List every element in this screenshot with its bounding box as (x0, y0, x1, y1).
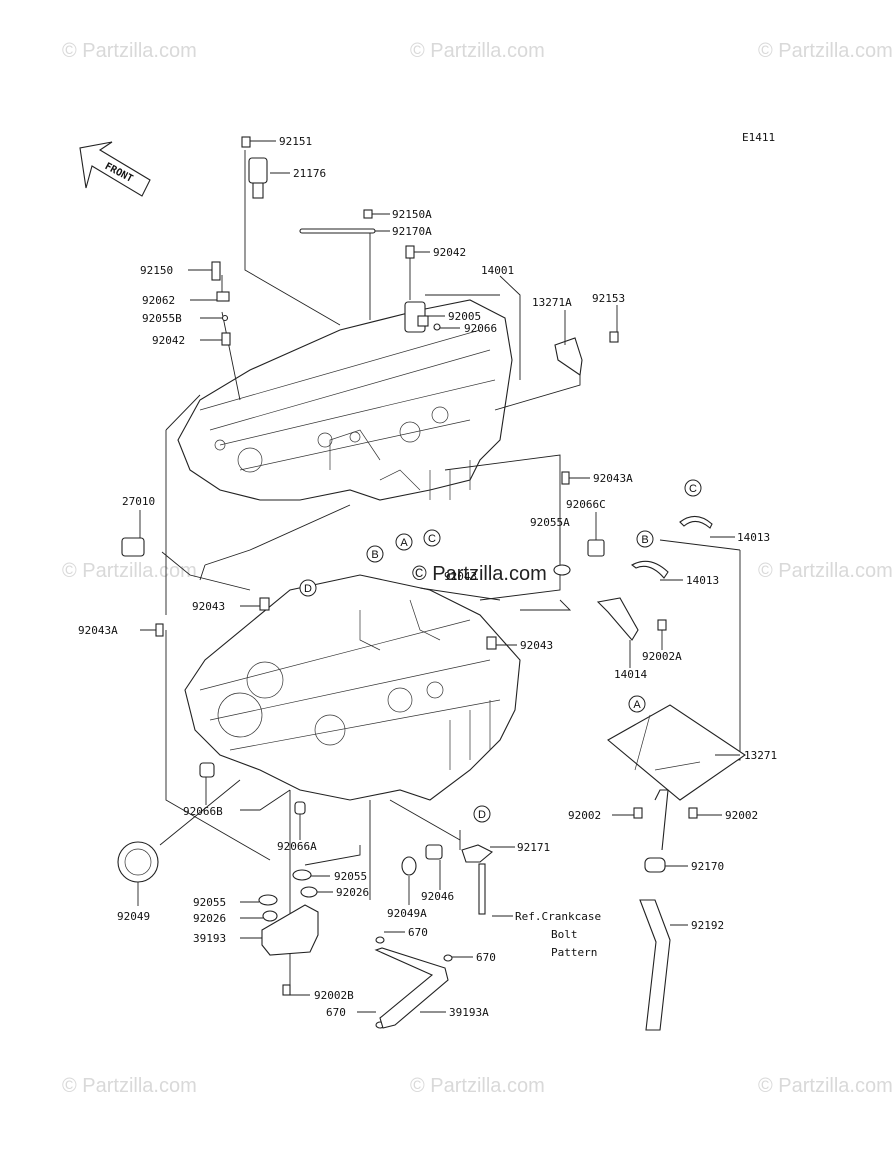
svg-text:A: A (633, 699, 641, 711)
part-label: 14001 (481, 264, 514, 277)
svg-text:D: D (304, 583, 312, 595)
part-label: 39193 (193, 932, 226, 945)
svg-text:B: B (371, 549, 378, 561)
watermarks: © Partzilla.com © Partzilla.com © Partzi… (62, 40, 893, 1097)
part-label: 92170A (392, 225, 432, 238)
watermark: © Partzilla.com (758, 1075, 893, 1097)
part-label: 92026 (193, 912, 226, 925)
reference-note: Pattern (551, 946, 597, 959)
watermark: © Partzilla.com (758, 40, 893, 62)
part-label: 14013 (737, 531, 770, 544)
part-label: 92046 (421, 890, 454, 903)
part-label: 92066A (277, 840, 317, 853)
part-label: 92170 (691, 860, 724, 873)
label-leaders (137, 140, 740, 1013)
watermark: © Partzilla.com (758, 560, 893, 582)
watermark: © Partzilla.com (62, 560, 197, 582)
part-label: 92049A (387, 907, 427, 920)
part-label: 92150A (392, 208, 432, 221)
part-label: 92055 (334, 870, 367, 883)
part-label: 27010 (122, 495, 155, 508)
part-label: 670 (326, 1006, 346, 1019)
watermark: © Partzilla.com (62, 1075, 197, 1097)
part-label: 92153 (592, 292, 625, 305)
part-label: 670 (476, 951, 496, 964)
part-label: 92043 (444, 570, 477, 583)
small-parts (117, 136, 746, 1031)
callout-b (636, 530, 654, 548)
watermark: © Partzilla.com (62, 40, 197, 62)
part-label: 92043 (192, 600, 225, 613)
upper-crankcase (177, 299, 513, 501)
part-label: 92151 (279, 135, 312, 148)
part-label: 13271 (744, 749, 777, 762)
part-label: 92002B (314, 989, 354, 1002)
part-label: 92192 (691, 919, 724, 932)
watermark: © Partzilla.com (410, 1075, 545, 1097)
front-arrow: FRONT (79, 141, 151, 197)
part-label: 92066 (464, 322, 497, 335)
part-label: 13271A (532, 296, 572, 309)
callout-d (473, 805, 491, 823)
part-label: 92042 (152, 334, 185, 347)
part-label: 92055A (530, 516, 570, 529)
callout-c (684, 479, 702, 497)
part-label: 92002 (725, 809, 758, 822)
svg-text:C: C (428, 533, 436, 545)
part-label: 14013 (686, 574, 719, 587)
part-label: 92026 (336, 886, 369, 899)
part-label: 92171 (517, 841, 550, 854)
svg-text:D: D (478, 809, 486, 821)
callout-d (299, 579, 317, 597)
part-label: 92062 (142, 294, 175, 307)
part-label: 92055B (142, 312, 182, 325)
part-label: 14014 (614, 668, 647, 681)
callout-a (628, 695, 646, 713)
callouts: C B B A C D A D (299, 479, 702, 823)
part-label: 670 (408, 926, 428, 939)
reference-note: Bolt (551, 928, 578, 941)
part-label: 92002A (642, 650, 682, 663)
reference-note: Ref.Crankcase (515, 910, 601, 923)
part-label: 92005 (448, 310, 481, 323)
part-labels: 92151 21176 92150A 92170A 92042 14001 92… (78, 135, 777, 1019)
callout-b (366, 545, 384, 563)
diagram-code: E1411 (742, 131, 775, 144)
part-label: 92049 (117, 910, 150, 923)
part-label: 92043A (78, 624, 118, 637)
svg-text:A: A (400, 537, 408, 549)
part-label: 21176 (293, 167, 326, 180)
watermark-center: © Partzilla.com (412, 563, 547, 585)
part-label: 39193A (449, 1006, 489, 1019)
lower-crankcase (184, 574, 521, 801)
svg-text:B: B (641, 534, 648, 546)
part-label: 92042 (433, 246, 466, 259)
svg-text:C: C (689, 483, 697, 495)
part-label: 92043 (520, 639, 553, 652)
part-label: 92043A (593, 472, 633, 485)
part-label: 92150 (140, 264, 173, 277)
part-label: 92066C (566, 498, 606, 511)
watermark: © Partzilla.com (410, 40, 545, 62)
callout-c (423, 529, 441, 547)
part-label: 92002 (568, 809, 601, 822)
callout-a (395, 533, 413, 551)
part-label: 92055 (193, 896, 226, 909)
part-label: 92066B (183, 805, 223, 818)
leader-lines (159, 150, 741, 985)
